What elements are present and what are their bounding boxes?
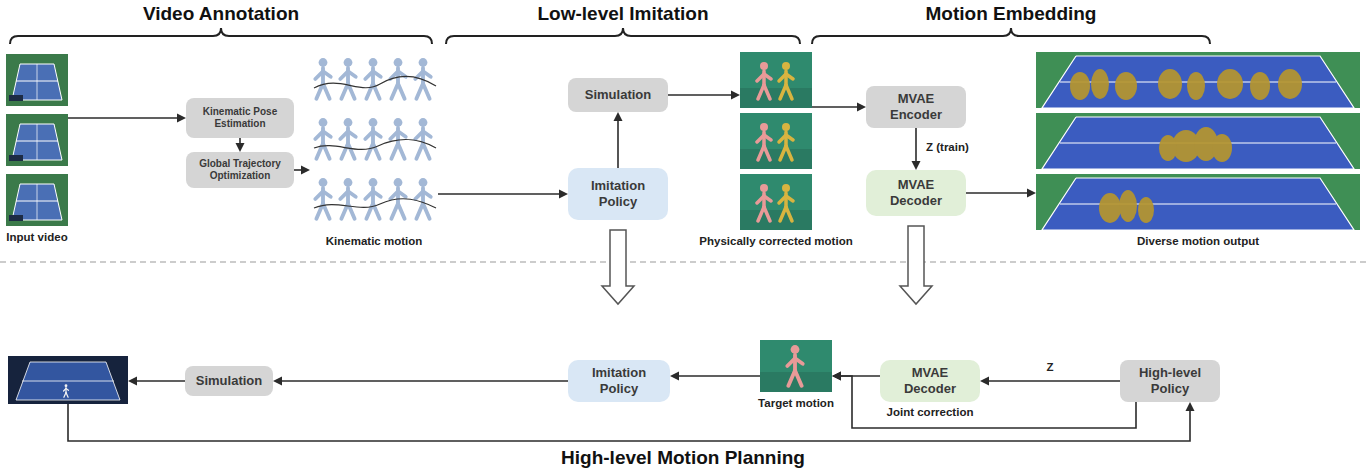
diverse-motion-panels [1036, 52, 1360, 230]
arrow-connector [273, 377, 568, 386]
target-frame: Target motion [760, 340, 832, 392]
box-label: Simulation [585, 87, 651, 103]
decoder-box: MVAE Decoder [866, 170, 966, 216]
process-box: Simulation [185, 366, 273, 396]
image-caption: Diverse motion output [1137, 235, 1259, 248]
arrow-connector [670, 372, 760, 381]
connector-line [668, 94, 733, 96]
box-label: Kinematic Pose Estimation [192, 106, 288, 130]
process-box: High-level Policy [1120, 360, 1220, 402]
block-arrow-shape [602, 230, 634, 304]
policy-box: Imitation Policy [568, 168, 668, 220]
edge-label: Z [1044, 361, 1055, 375]
arrow-connector [438, 190, 568, 199]
arrow-connector [832, 372, 880, 381]
block-arrow-shape [900, 226, 932, 304]
box-label: Imitation Policy [574, 178, 662, 209]
section-divider [0, 261, 1367, 262]
output-frames: Diverse motion output [1036, 52, 1360, 230]
video-thumbnails [6, 54, 68, 226]
video-frames: Input video [6, 54, 68, 226]
section-title: Motion Embedding [926, 3, 1097, 25]
arrowhead [236, 143, 245, 152]
arrowhead [832, 372, 841, 381]
arrowhead [301, 166, 310, 175]
arrowhead [273, 377, 282, 386]
target-motion-frame [760, 340, 832, 392]
arrow-connector [294, 166, 310, 175]
arrowhead [559, 190, 568, 199]
box-label: MVAE Decoder [886, 365, 974, 396]
arrowhead [670, 372, 679, 381]
arrow-connector [912, 128, 921, 170]
process-box: MVAE Encoder [866, 86, 966, 128]
arrow-connector [980, 377, 1120, 386]
image-caption: Target motion [758, 397, 834, 410]
process-box: Kinematic Pose Estimation [186, 98, 294, 138]
box-label: MVAE Decoder [872, 177, 960, 208]
motion-figures: Kinematic motion [310, 52, 438, 230]
connector-line [68, 117, 179, 119]
connector-line [915, 128, 917, 163]
process-box: Global Trajectory Optimization [186, 152, 294, 188]
arrowhead [857, 103, 866, 112]
block-arrow [602, 230, 634, 304]
section-title: Low-level Imitation [537, 3, 708, 25]
arrow-connector [812, 103, 866, 112]
process-box: Simulation [568, 78, 668, 112]
image-caption: Kinematic motion [326, 235, 422, 248]
section-title: Video Annotation [143, 3, 299, 25]
arrowhead [832, 372, 841, 381]
connector-line [677, 375, 760, 377]
arrow-connector [68, 114, 186, 123]
box-label: Global Trajectory Optimization [192, 158, 288, 182]
block-arrow [900, 226, 932, 304]
arrow-connector [668, 91, 740, 100]
decoder-box: MVAE Decoder [880, 360, 980, 402]
kinematic-figures [314, 58, 436, 219]
arrowhead [614, 112, 623, 121]
arrow-connector [966, 189, 1036, 198]
edge-label: Joint correction [885, 406, 976, 420]
image-caption: Physically corrected motion [699, 235, 852, 248]
simulation-output-frame [8, 356, 128, 404]
box-label: MVAE Encoder [872, 91, 960, 122]
policy-box: Imitation Policy [568, 360, 670, 402]
box-label: Imitation Policy [574, 365, 664, 396]
arrowhead [731, 91, 740, 100]
arrowhead [912, 161, 921, 170]
section-braces [10, 28, 1210, 44]
box-label: Simulation [196, 373, 262, 389]
arrowhead [980, 377, 989, 386]
connector-line [617, 119, 619, 168]
connector-line [987, 380, 1120, 382]
section-title: High-level Motion Planning [561, 447, 805, 469]
arrow-connector [614, 112, 623, 168]
connector-line [966, 192, 1029, 194]
arrow-connector [832, 372, 1136, 429]
edge-label: Z (train) [924, 141, 971, 155]
box-label: High-level Policy [1126, 365, 1214, 396]
connector-line [438, 193, 561, 195]
image-caption: Input video [6, 231, 67, 244]
arrowhead [177, 114, 186, 123]
simulation-frames: Physically corrected motion [740, 52, 812, 230]
simulated-frames [740, 52, 812, 230]
arrowhead [1027, 189, 1036, 198]
connector-line [280, 380, 568, 382]
arrow-connector [236, 138, 245, 152]
connector-line [812, 106, 859, 108]
